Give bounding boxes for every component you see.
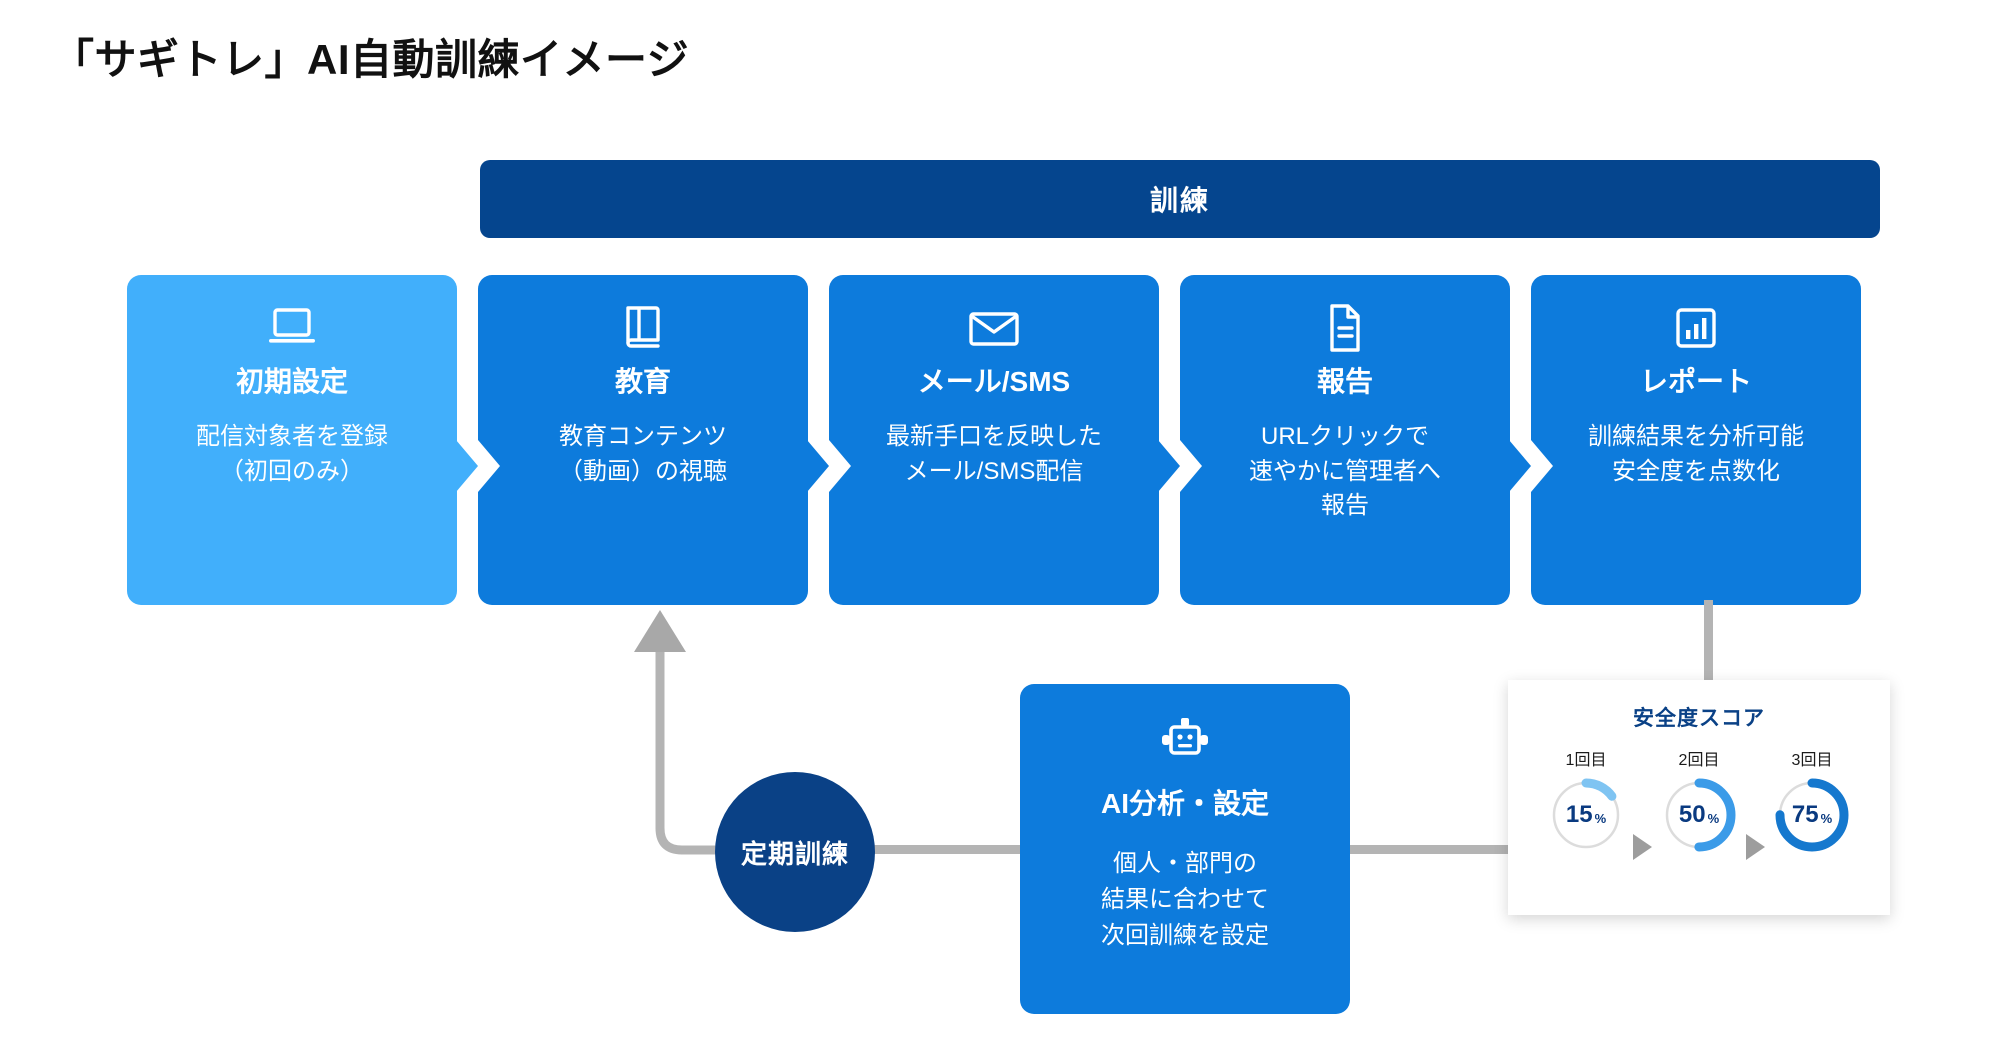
gauge-item: 3回目 75% (1765, 746, 1859, 854)
gauge-unit: % (1820, 810, 1833, 826)
gauge-number: 15 (1565, 801, 1593, 828)
ai-analysis-title: AI分析・設定 (1100, 788, 1269, 819)
gauge-number: 75 (1791, 801, 1819, 828)
process-card-desc: URLクリックで 速やかに管理者へ 報告 (1249, 422, 1441, 520)
chevron-arrow-icon (456, 440, 478, 492)
process-card-desc: 配信対象者を登録 （初回のみ） (196, 422, 388, 485)
gauge-value: 15% (1547, 776, 1625, 854)
process-card-report-submit[interactable]: 報告 URLクリックで 速やかに管理者へ 報告 (1180, 275, 1531, 605)
gauge-number: 50 (1678, 801, 1706, 828)
process-card-mail-sms[interactable]: メール/SMS 最新手口を反映した メール/SMS配信 (829, 275, 1180, 605)
process-card-report[interactable]: レポート 訓練結果を分析可能 安全度を点数化 (1531, 275, 1861, 605)
ai-analysis-card[interactable]: AI分析・設定 個人・部門の 結果に合わせて 次回訓練を設定 (1020, 684, 1350, 1014)
connector-ai-to-cycle (868, 845, 1028, 854)
process-card-desc: 最新手口を反映した メール/SMS配信 (886, 422, 1102, 485)
page-title: 「サギトレ」AI自動訓練イメージ (52, 36, 690, 83)
gauge-label: 2回目 (1678, 752, 1720, 769)
chevron-arrow-icon (807, 440, 829, 492)
process-step-row: 初期設定 配信対象者を登録 （初回のみ） 教育 教育コンテンツ （動画）の視聴 (127, 275, 1882, 605)
connector-score-to-ai (1344, 845, 1524, 854)
laptop-icon (127, 299, 457, 357)
gauge-progress-arrow-icon (1633, 834, 1652, 860)
gauge-unit: % (1594, 810, 1607, 826)
chevron-notch-icon (478, 440, 500, 492)
safety-score-title: 安全度スコア (1633, 707, 1765, 730)
bar-chart-icon (1531, 299, 1861, 357)
gauge-unit: % (1707, 810, 1720, 826)
document-icon (1180, 299, 1510, 357)
process-card-desc: 訓練結果を分析可能 安全度を点数化 (1588, 422, 1804, 485)
process-card-title: 報告 (1316, 366, 1373, 397)
safety-score-gauges: 1回目 15% 2回目 (1508, 746, 1890, 906)
safety-score-card: 安全度スコア 1回目 15% 2回目 (1508, 680, 1890, 915)
donut-gauge: 50% (1660, 776, 1738, 854)
cycle-node-label: 定期訓練 (740, 838, 849, 869)
donut-gauge: 15% (1547, 776, 1625, 854)
gauge-progress-arrow-icon (1746, 834, 1765, 860)
process-card-title: メール/SMS (917, 366, 1071, 397)
gauge-label: 3回目 (1791, 752, 1833, 769)
process-card-title: 初期設定 (235, 366, 348, 397)
robot-icon (1020, 710, 1350, 770)
gauge-value: 50% (1660, 776, 1738, 854)
gauge-label: 1回目 (1565, 752, 1607, 769)
process-card-education[interactable]: 教育 教育コンテンツ （動画）の視聴 (478, 275, 829, 605)
donut-gauge: 75% (1773, 776, 1851, 854)
chevron-notch-icon (829, 440, 851, 492)
chevron-arrow-icon (1158, 440, 1180, 492)
gauge-item: 2回目 50% (1652, 746, 1746, 854)
cycle-node-periodic-training[interactable]: 定期訓練 (715, 772, 875, 932)
gauge-item: 1回目 15% (1539, 746, 1633, 854)
process-card-initial-setup[interactable]: 初期設定 配信対象者を登録 （初回のみ） (127, 275, 478, 605)
ai-analysis-desc: 個人・部門の 結果に合わせて 次回訓練を設定 (1101, 850, 1269, 949)
process-card-title: 教育 (614, 366, 671, 397)
process-card-title: レポート (1639, 366, 1752, 397)
training-banner: 訓練 (480, 160, 1880, 238)
gauge-value: 75% (1773, 776, 1851, 854)
book-icon (478, 299, 808, 357)
chevron-notch-icon (1180, 440, 1202, 492)
envelope-icon (829, 299, 1159, 357)
feedback-loop-arrow-icon (634, 610, 756, 855)
process-card-desc: 教育コンテンツ （動画）の視聴 (559, 422, 727, 485)
connector-report-to-score (1704, 600, 1713, 682)
chevron-notch-icon (1531, 440, 1553, 492)
training-banner-label: 訓練 (1149, 185, 1210, 216)
chevron-arrow-icon (1509, 440, 1531, 492)
